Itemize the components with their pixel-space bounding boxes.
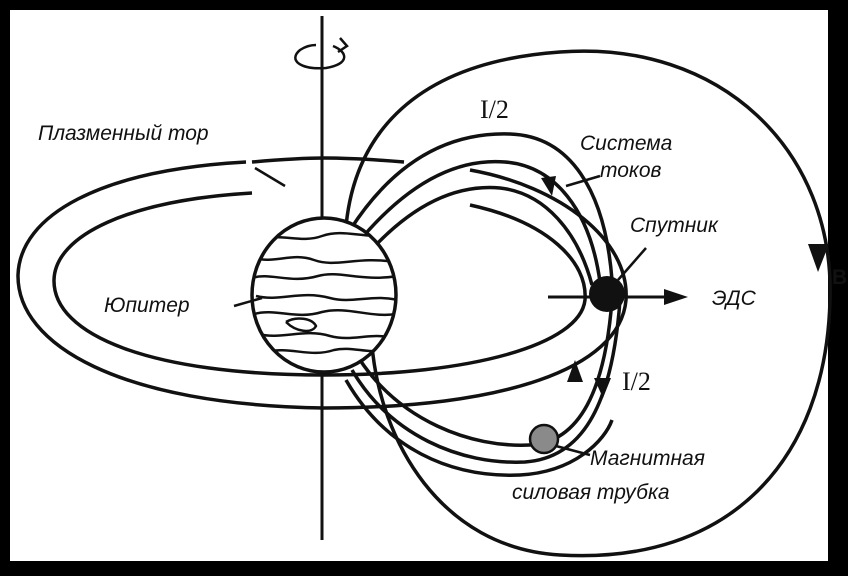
flux-tube-label-line2: силовая трубка (512, 481, 670, 504)
satellite-label: Спутник (630, 214, 719, 237)
flux-tube-label-line1: Магнитная (590, 447, 705, 470)
current-lower-label: I/2 (622, 367, 651, 396)
plasma-torus-label: Плазменный тор (38, 122, 209, 145)
current-upper-label: I/2 (480, 95, 509, 124)
satellite (589, 276, 625, 312)
current-system-label-line2: токов (600, 159, 662, 182)
jupiter (252, 218, 398, 372)
emf-label: ЭДС (712, 287, 757, 310)
jupiter-label: Юпитер (104, 294, 190, 317)
field-label-b: B (832, 266, 847, 289)
jupiter-disk (252, 218, 396, 372)
current-system-label-line1: Система (580, 132, 672, 155)
flux-tube-footprint (530, 425, 558, 453)
